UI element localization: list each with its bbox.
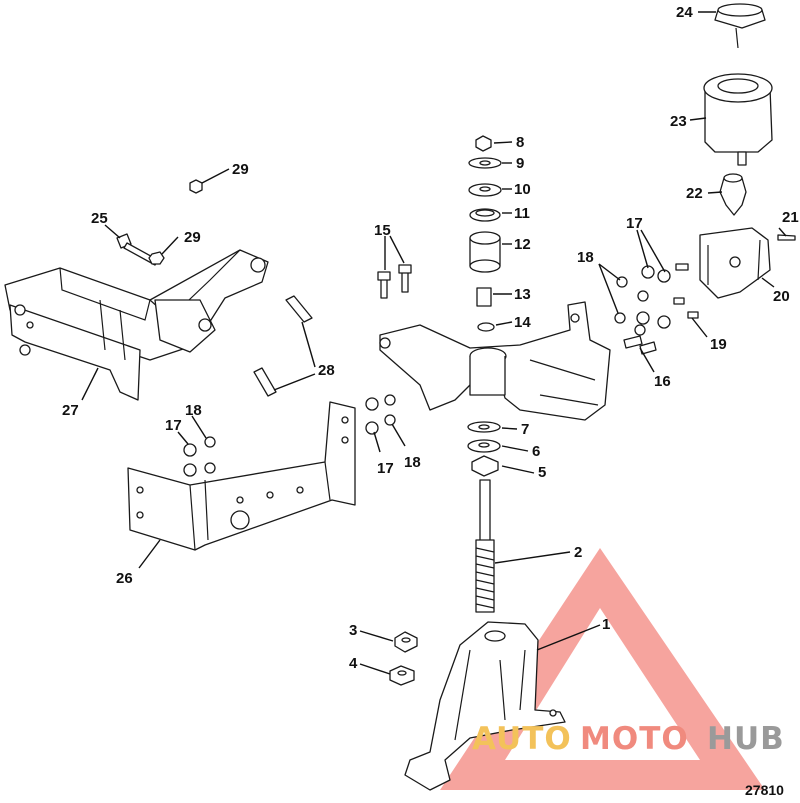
- ring-11: [469, 208, 501, 222]
- lower-mount-1: [404, 621, 566, 791]
- callout-25: 25: [91, 210, 108, 227]
- leader-lines: [81, 11, 787, 675]
- mounting-plate-26: [127, 401, 356, 551]
- callout-29-lower: 29: [184, 229, 201, 246]
- callout-5: 5: [538, 464, 546, 481]
- center-bracket: [379, 301, 611, 421]
- callout-9: 9: [516, 155, 524, 172]
- callout-27: 27: [62, 402, 79, 419]
- callout-3: 3: [349, 622, 357, 639]
- callout-22: 22: [686, 185, 703, 202]
- watermark-word-hub: HUB: [707, 721, 785, 757]
- callout-15: 15: [374, 222, 391, 239]
- callout-17-center: 17: [377, 460, 394, 477]
- washer-6: [467, 439, 501, 453]
- washer-10: [468, 183, 502, 197]
- bolt-21: [777, 234, 796, 241]
- watermark-word-auto: AUTO: [472, 721, 572, 757]
- callout-6: 6: [532, 443, 540, 460]
- nut-3: [394, 631, 418, 653]
- callout-18-right: 18: [577, 249, 594, 266]
- threaded-stud-2: [475, 479, 495, 613]
- figure-id: 27810: [745, 782, 784, 798]
- callout-2: 2: [574, 544, 582, 561]
- callout-8: 8: [516, 134, 524, 151]
- callout-18-left: 18: [185, 402, 202, 419]
- callout-28: 28: [318, 362, 335, 379]
- nut-8: [475, 135, 492, 152]
- watermark-logo: [440, 548, 765, 790]
- callout-17-right: 17: [626, 215, 643, 232]
- fasteners-16-19: [614, 263, 699, 355]
- nut-washer-17-18-right: [365, 394, 396, 435]
- callout-12: 12: [514, 236, 531, 253]
- washer-9: [468, 157, 502, 169]
- callout-26: 26: [116, 570, 133, 587]
- callout-19: 19: [710, 336, 727, 353]
- washer-7: [467, 421, 501, 433]
- callout-11: 11: [514, 205, 530, 222]
- washer-14: [477, 322, 495, 332]
- reservoir-23: [703, 73, 773, 166]
- callout-18-center: 18: [404, 454, 421, 471]
- nut-29-lower: [148, 251, 165, 265]
- callout-1: 1: [602, 616, 610, 633]
- bracket-20: [699, 227, 771, 299]
- callout-29-upper: 29: [232, 161, 249, 178]
- callout-20: 20: [773, 288, 790, 305]
- valve-22: [719, 173, 747, 216]
- callout-24: 24: [676, 4, 693, 21]
- spacer-13: [476, 287, 492, 307]
- callout-23: 23: [670, 113, 687, 130]
- callout-17-left: 17: [165, 417, 182, 434]
- engine-bracket-27: [4, 249, 269, 401]
- bolts-15: [377, 264, 412, 299]
- bushing-12: [469, 231, 501, 273]
- cap-24: [714, 3, 766, 49]
- callout-10: 10: [514, 181, 531, 198]
- nut-29-upper: [189, 179, 203, 194]
- watermark-word-moto: MOTO: [580, 721, 689, 757]
- callout-14: 14: [514, 314, 531, 331]
- watermark-text: AUTO MOTO HUB: [472, 721, 785, 757]
- nut-4: [389, 665, 415, 686]
- callout-7: 7: [521, 421, 529, 438]
- callout-labels: 1 2 3 4 5 6 7 8 9 10 11 12 13 14 15 16 1…: [62, 4, 799, 672]
- callout-21: 21: [782, 209, 799, 226]
- nut-washer-17-18-left: [183, 436, 216, 477]
- callout-4: 4: [349, 655, 358, 672]
- callout-13: 13: [514, 286, 531, 303]
- callout-16: 16: [654, 373, 671, 390]
- nut-5: [471, 455, 499, 477]
- stud-28: [253, 295, 313, 397]
